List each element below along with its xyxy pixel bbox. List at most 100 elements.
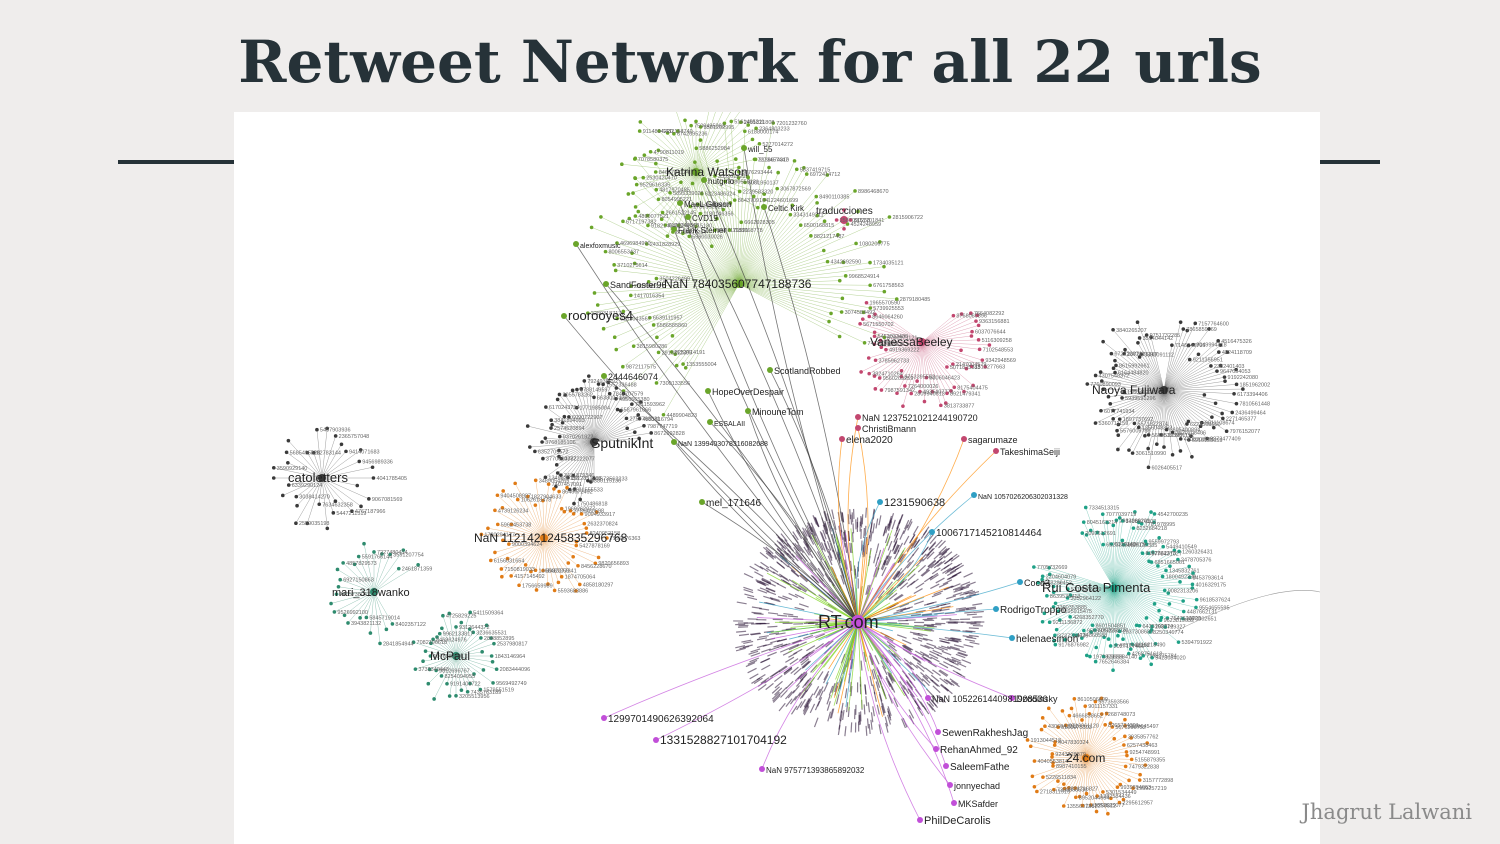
graph-edge: [569, 441, 595, 490]
graph-edge: [1054, 587, 1115, 636]
graph-edge: [1071, 708, 1087, 759]
leaf-node-label: 8054995221: [662, 197, 693, 203]
graph-edge: [695, 171, 765, 195]
leaf-node: [1073, 795, 1078, 800]
leaf-node-label: 8469624976: [436, 637, 467, 643]
leaf-node: [546, 582, 550, 586]
graph-edge: [1163, 389, 1190, 441]
leaf-node: [1140, 551, 1145, 556]
leaf-node-label: 8639536413: [1050, 594, 1081, 600]
leaf-node-label: 1923386253: [679, 112, 710, 114]
graph-edge: [494, 537, 545, 553]
graph-edge: [738, 283, 840, 337]
leaf-node: [1185, 328, 1190, 333]
rt-halo-edge: [869, 676, 873, 687]
rt-halo-edge: [863, 704, 866, 715]
graph-edge: [527, 425, 595, 443]
leaf-node: [559, 456, 564, 461]
leaf-node: [356, 554, 361, 559]
leaf-node: [358, 616, 362, 620]
leaf-node: [884, 347, 888, 352]
graph-edge: [738, 223, 848, 285]
rt-halo-edge: [745, 662, 756, 668]
mcpaul-hub-label: McPaul: [430, 649, 470, 663]
leaf-node: [1093, 421, 1098, 425]
leaf-node: [1216, 339, 1220, 343]
rt-halo-edge: [963, 572, 973, 578]
leaf-node-label: 3710275614: [617, 263, 648, 269]
leaf-node: [1117, 516, 1122, 520]
rt-halo-edge: [800, 656, 809, 664]
rt-halo-edge: [827, 555, 833, 566]
mari-hub-label: mari_318wanko: [332, 587, 410, 599]
rt-halo-edge: [906, 560, 915, 569]
rt-link-edge: [743, 147, 859, 623]
rt-halo-edge: [962, 635, 973, 638]
rt-halo-edge: [864, 684, 867, 695]
graph-edge: [1137, 322, 1165, 391]
rt-halo-edge: [920, 568, 930, 577]
leaf-node: [615, 241, 619, 245]
graph-edge: [1113, 587, 1140, 626]
leaf-node: [841, 260, 846, 265]
leaf-node: [1138, 772, 1142, 777]
graph-edge: [738, 262, 871, 285]
graph-edge: [1085, 757, 1087, 794]
account-label: 1331528827101704192: [660, 733, 787, 747]
leaf-node: [683, 365, 688, 370]
leaf-node: [1075, 633, 1079, 638]
graph-edge: [1042, 757, 1087, 778]
graph-edge: [273, 467, 323, 479]
leaf-node: [579, 387, 584, 391]
leaf-node-label: 2809940613: [914, 391, 945, 397]
leaf-node-label: 7082196618: [417, 640, 448, 646]
rt-halo-edge: [893, 544, 900, 555]
graph-edge: [1113, 577, 1190, 589]
rt-halo-edge: [865, 696, 868, 707]
rt-halo-edge: [811, 526, 817, 537]
rt-halo-edge: [923, 575, 933, 583]
rt-halo-edge: [797, 544, 804, 554]
leaf-node: [615, 407, 620, 412]
leaf-node: [860, 317, 865, 321]
leaf-node: [862, 340, 867, 345]
graph-edge: [1137, 342, 1165, 391]
leaf-node-label: 2382401403: [1214, 364, 1245, 370]
leaf-node-label: 4108308756: [1184, 437, 1215, 443]
graph-edge: [584, 380, 595, 443]
leaf-node: [637, 129, 642, 133]
account-node: [971, 492, 977, 498]
leaf-node: [1199, 420, 1204, 425]
leaf-node: [949, 389, 953, 393]
leaf-node-label: 5685495628: [290, 450, 321, 456]
leaf-node-label: 6170243754: [549, 405, 580, 411]
leaf-node: [814, 194, 819, 199]
leaf-node: [1041, 775, 1045, 779]
leaf-node-label: 5226511834: [1046, 775, 1076, 781]
leaf-node: [479, 636, 483, 640]
rt-halo-edge: [912, 657, 922, 664]
rt-halo-edge: [754, 563, 764, 570]
rt-halo-edge: [839, 710, 843, 721]
leaf-node-label: 6587961066: [621, 408, 652, 414]
rt-halo-edge: [912, 547, 920, 557]
rt-link-edge: [603, 621, 859, 719]
graph-edge: [550, 427, 595, 443]
leaf-node: [969, 364, 974, 369]
leaf-node: [1095, 794, 1099, 798]
graph-edge: [1106, 522, 1115, 589]
graph-edge: [690, 125, 697, 173]
graph-edge: [1124, 389, 1165, 393]
graph-edge: [1113, 587, 1153, 627]
leaf-node: [1052, 638, 1056, 643]
graph-edge: [494, 510, 545, 539]
leaf-node: [1056, 609, 1061, 614]
rt-halo-edge: [914, 624, 925, 627]
rt-halo-edge: [897, 553, 905, 564]
leaf-node: [1058, 618, 1062, 622]
graph-edge: [593, 403, 633, 443]
rt-spoke-edge: [857, 595, 912, 623]
leaf-node: [1146, 446, 1150, 451]
leaf-node: [1030, 774, 1035, 779]
graph-edge: [1113, 587, 1141, 659]
